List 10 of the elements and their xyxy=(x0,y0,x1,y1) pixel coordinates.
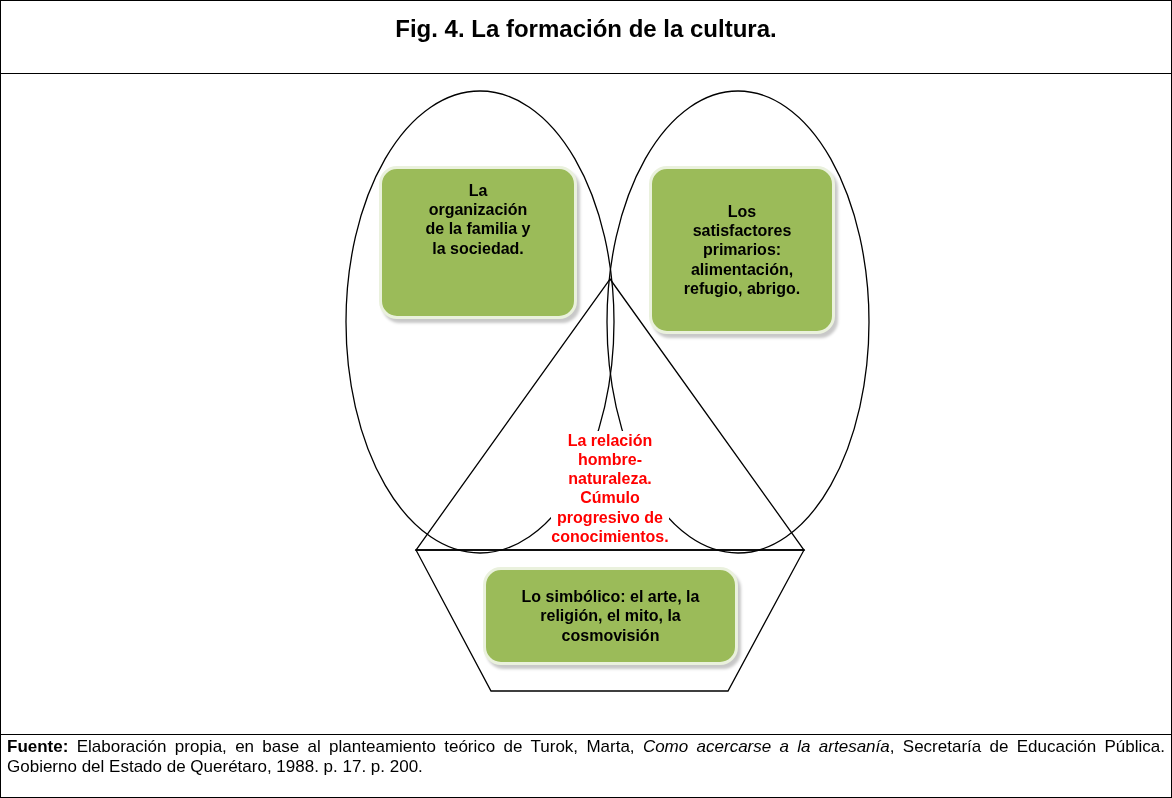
figure-title: Fig. 4. La formación de la cultura. xyxy=(394,15,778,43)
process-box xyxy=(649,166,835,334)
process-box xyxy=(483,567,738,665)
triangle-outline xyxy=(416,279,804,550)
source-note: Fuente: Elaboración propia, en base al planteamiento teórico de Turok, Marta, Como acercarse a la artesanía, Secretaría de Educación Pública. Gobierno del Estado de Querétaro, 1988. p. 17. p. 200. xyxy=(7,737,1165,777)
box-label: Los satisfactores primarios: alimentación, refugio, abrigo. xyxy=(682,202,802,298)
box-label: Lo simbólico: el arte, la religión, el mito, la cosmovisión xyxy=(520,587,701,645)
process-box xyxy=(379,166,577,319)
trapezoid-outline xyxy=(416,550,804,691)
box-label: La organización de la familia y la sociedad. xyxy=(424,181,532,258)
